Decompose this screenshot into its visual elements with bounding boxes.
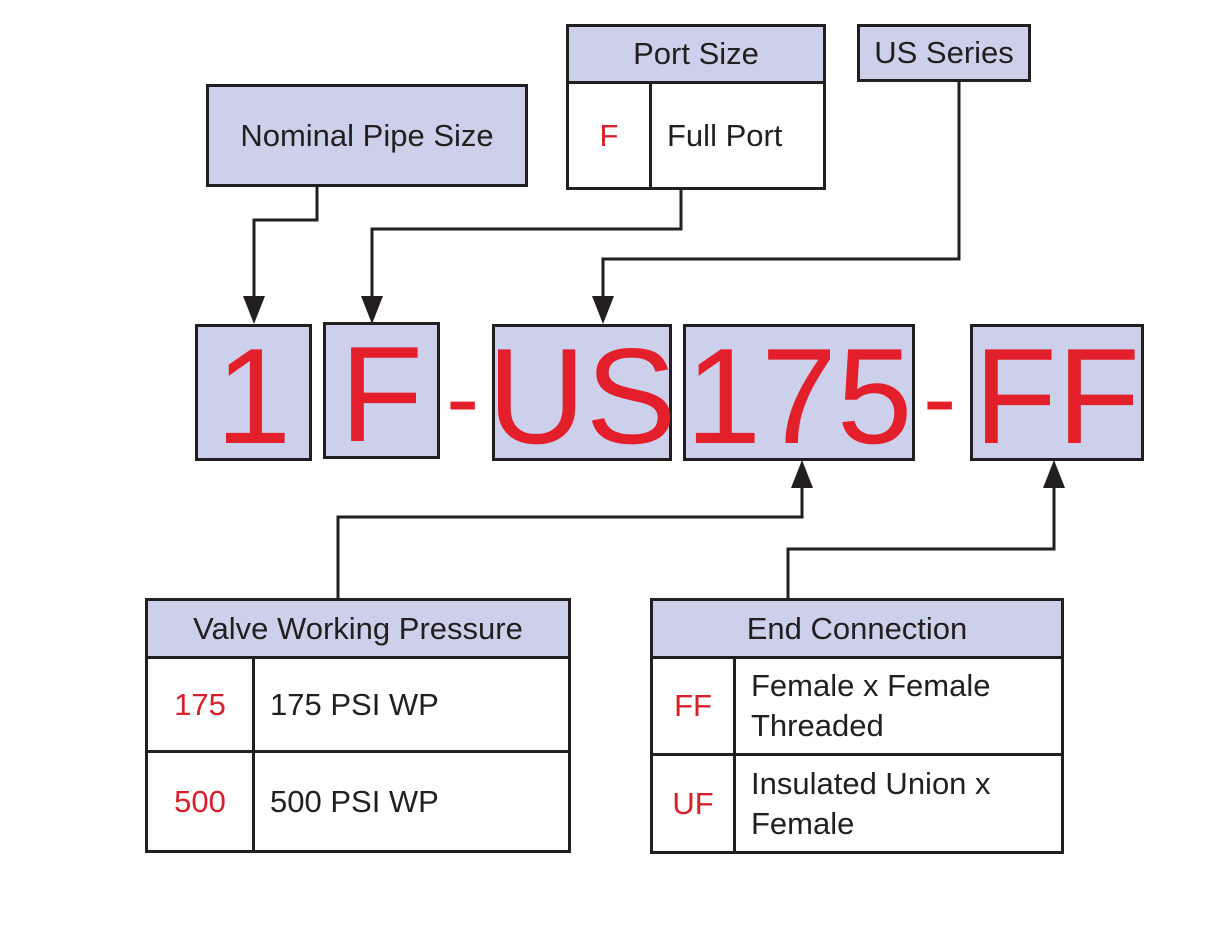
end-connection-header: End Connection <box>650 598 1064 659</box>
working-pressure-code: 500 <box>174 783 226 819</box>
working-pressure-header: Valve Working Pressure <box>145 598 571 659</box>
end-connection-desc-line: Insulated Union x <box>751 765 991 801</box>
segment-end-connection: FF <box>970 319 1144 472</box>
end-connection-desc-cell: Female x Female Threaded <box>733 656 1064 756</box>
end-connection-desc-line: Female <box>751 805 855 841</box>
working-pressure-desc: 175 PSI WP <box>270 686 439 722</box>
port-size-desc-cell: Full Port <box>649 81 826 190</box>
arrow-up-icon <box>791 460 813 488</box>
end-connection-code: FF <box>674 688 712 723</box>
working-pressure-code-cell: 500 <box>145 750 255 853</box>
port-size-code: F <box>599 117 619 153</box>
segment-end-connection-text: FF <box>973 319 1141 472</box>
separator-dash-text: - <box>446 342 480 454</box>
working-pressure-desc-cell: 500 PSI WP <box>252 750 571 853</box>
end-connection-code-cell: FF <box>650 656 736 756</box>
segment-port-size: F <box>323 317 440 470</box>
arrow-down-icon <box>361 296 383 324</box>
working-pressure-code: 175 <box>174 686 226 722</box>
connector-nominal-pipe-size <box>252 186 319 300</box>
connector-end-connection <box>786 484 1056 599</box>
port-size-code-cell: F <box>566 81 652 190</box>
connector-working-pressure <box>336 484 804 599</box>
nominal-pipe-size-box: Nominal Pipe Size <box>206 84 528 187</box>
connector-port-size <box>370 189 683 300</box>
separator-dash: - <box>446 348 479 448</box>
end-connection-desc-cell: Insulated Union x Female <box>733 753 1064 854</box>
end-connection-code-cell: UF <box>650 753 736 854</box>
working-pressure-desc-cell: 175 PSI WP <box>252 656 571 753</box>
port-size-title: Port Size <box>633 36 759 71</box>
working-pressure-desc: 500 PSI WP <box>270 783 439 819</box>
end-connection-code: UF <box>672 785 714 821</box>
end-connection-desc-line: Threaded <box>751 708 884 743</box>
segment-nominal-size-text: 1 <box>215 319 292 472</box>
segment-pressure-text: 175 <box>685 319 913 472</box>
segment-us-series: US <box>488 324 676 464</box>
separator-dash-text: - <box>923 342 957 454</box>
segment-nominal-size: 1 <box>195 319 312 472</box>
arrow-up-icon <box>1043 460 1065 488</box>
arrow-down-icon <box>592 296 614 324</box>
connector-us-series <box>601 81 961 300</box>
arrow-down-icon <box>243 296 265 324</box>
segment-port-size-text: F <box>339 317 424 470</box>
segment-us-series-text: US <box>487 319 677 472</box>
separator-dash: - <box>923 348 956 448</box>
end-connection-desc-line: Female x Female <box>751 668 991 703</box>
us-series-title: US Series <box>874 35 1014 70</box>
end-connection-title: End Connection <box>746 610 968 646</box>
us-series-box: US Series <box>857 24 1031 82</box>
segment-pressure: 175 <box>683 319 915 472</box>
port-size-desc: Full Port <box>667 117 783 153</box>
nominal-pipe-size-title: Nominal Pipe Size <box>240 117 494 153</box>
port-size-header: Port Size <box>566 24 826 84</box>
working-pressure-code-cell: 175 <box>145 656 255 753</box>
working-pressure-title: Valve Working Pressure <box>193 610 523 646</box>
